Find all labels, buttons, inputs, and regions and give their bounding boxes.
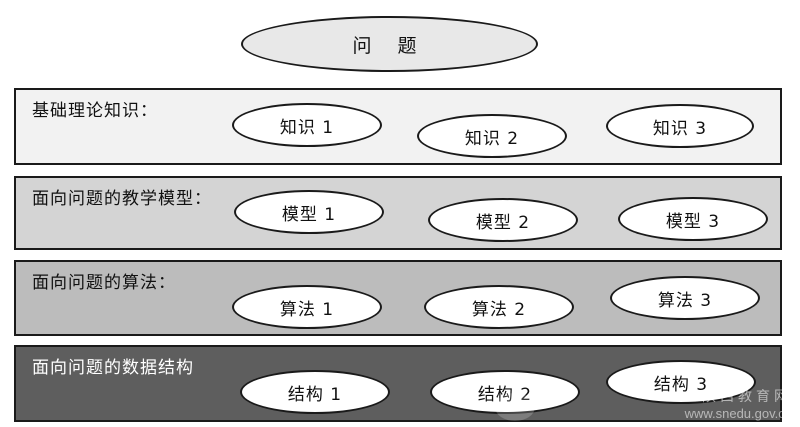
knowledge-node-2: 知识 2 xyxy=(417,114,567,158)
model-node-3: 模型 3 xyxy=(618,197,768,241)
layer-title: 基础理论知识： xyxy=(32,101,158,121)
layer-title: 面向问题的教学模型： xyxy=(32,189,212,209)
knowledge-node-3: 知识 3 xyxy=(606,104,754,148)
model-node-1: 模型 1 xyxy=(234,190,384,234)
structure-node-3: 结构 3 xyxy=(606,360,756,404)
knowledge-node-1: 知识 1 xyxy=(232,103,382,147)
layer-title: 面向问题的算法： xyxy=(32,273,176,293)
structure-node-2: 结构 2 xyxy=(430,370,580,414)
algorithm-node-2: 算法 2 xyxy=(424,285,574,329)
problem-node: 问 题 xyxy=(241,16,538,72)
structure-node-1: 结构 1 xyxy=(240,370,390,414)
site-watermark: 陕西教育网 www.snedu.gov.cn xyxy=(494,386,792,421)
watermark-url: www.snedu.gov.cn xyxy=(684,406,792,421)
watermark-site-name: 陕西教育网 xyxy=(702,389,792,405)
algorithm-node-1: 算法 1 xyxy=(232,285,382,329)
watermark-logo-icon xyxy=(494,393,535,421)
model-node-2: 模型 2 xyxy=(428,198,578,242)
algorithm-node-3: 算法 3 xyxy=(610,276,760,320)
layer-title: 面向问题的数据结构 xyxy=(32,358,194,378)
